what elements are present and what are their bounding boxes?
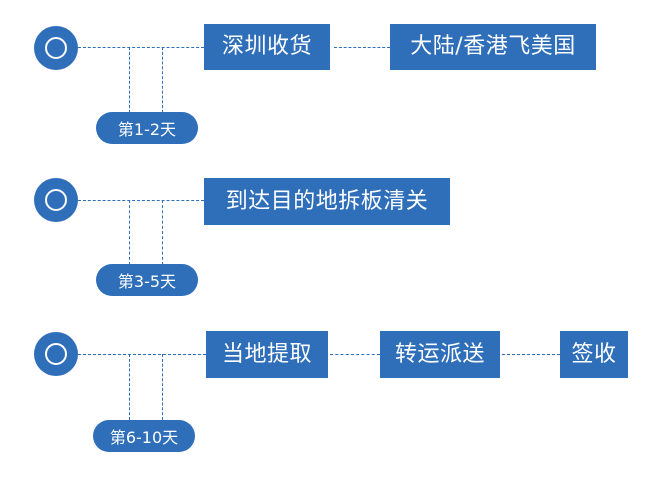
stage-3-step-2: 转运派送 xyxy=(380,331,500,378)
stage-1-step-2: 大陆/香港飞美国 xyxy=(390,24,596,70)
stage-3-connector-vertical-left xyxy=(129,354,130,420)
stage-2-step-1: 到达目的地拆板清关 xyxy=(204,178,450,225)
stage-2-circle-inner-ring xyxy=(45,189,67,211)
stage-3-connector-main xyxy=(78,354,206,355)
stage-2-connector-vertical-left xyxy=(129,200,130,265)
stage-2-circle-marker-icon xyxy=(34,178,78,222)
stage-2-day-label: 第3-5天 xyxy=(96,264,198,296)
stage-3-connector-step-2-to-3 xyxy=(502,354,560,355)
stage-1-connector-vertical-left xyxy=(129,47,130,113)
stage-3-step-3: 签收 xyxy=(560,331,628,378)
stage-3-step-1: 当地提取 xyxy=(206,331,328,378)
stage-1-connector-vertical-right xyxy=(162,47,163,113)
stage-3-day-label: 第6-10天 xyxy=(93,420,195,452)
stage-1-circle-inner-ring xyxy=(45,37,67,59)
stage-1-step-1: 深圳收货 xyxy=(204,24,330,70)
stage-1-day-label: 第1-2天 xyxy=(96,112,198,144)
stage-3-circle-marker-icon xyxy=(34,332,78,376)
stage-2-connector-vertical-right xyxy=(162,200,163,265)
stage-2-connector-main xyxy=(78,200,204,201)
stage-1-connector-step-1-to-2 xyxy=(334,47,390,48)
stage-1-connector-main xyxy=(78,47,204,48)
stage-3-connector-step-1-to-2 xyxy=(330,354,380,355)
stage-3-circle-inner-ring xyxy=(45,343,67,365)
stage-3-connector-vertical-right xyxy=(162,354,163,420)
stage-1-circle-marker-icon xyxy=(34,26,78,70)
